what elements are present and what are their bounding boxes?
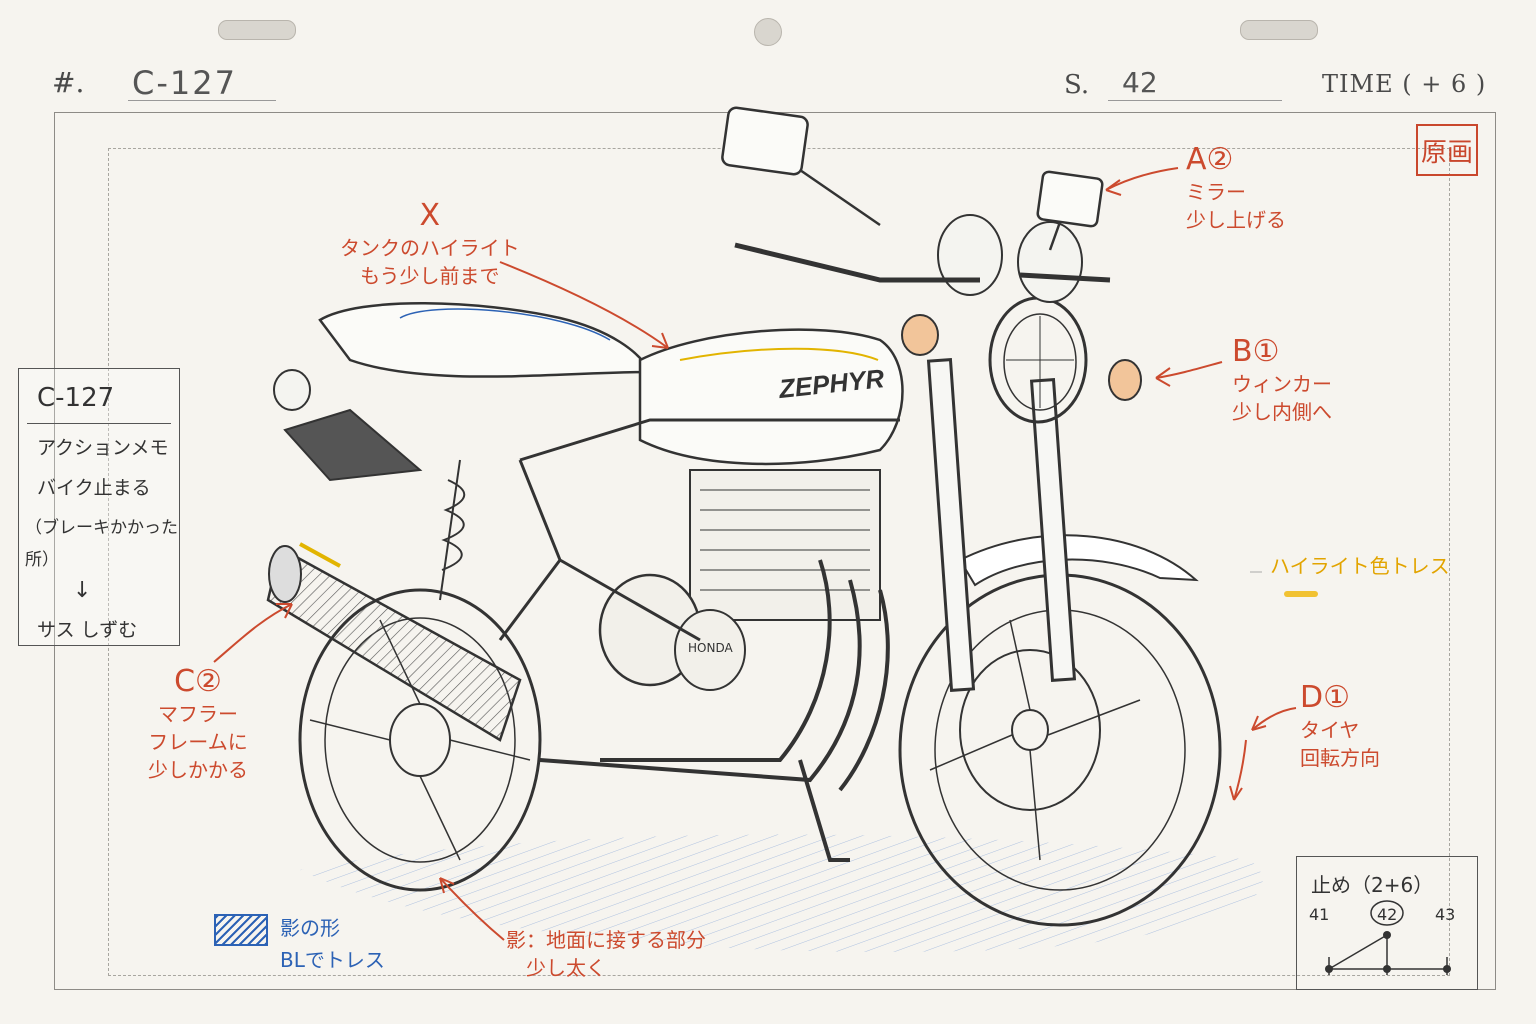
note-d-title: D① bbox=[1300, 680, 1350, 715]
peg-hole-left bbox=[218, 20, 296, 40]
timing-graph bbox=[1325, 900, 1451, 975]
note-b-title: B① bbox=[1232, 334, 1280, 369]
memo-divider bbox=[27, 423, 171, 424]
memo-line: サス しずむ bbox=[37, 619, 138, 641]
note-b-line: 少し内側へ bbox=[1232, 400, 1332, 424]
shadow-hatch-swatch bbox=[214, 914, 268, 946]
fuel-tank bbox=[638, 328, 904, 466]
muffler bbox=[266, 542, 522, 742]
timing-frame-label: 42 bbox=[1377, 905, 1398, 924]
note-x-line: タンクのハイライト bbox=[340, 236, 520, 260]
engine: HONDA bbox=[598, 469, 881, 691]
memo-line: アクションメモ bbox=[37, 437, 169, 459]
shadow-key-line: BLでトレス bbox=[280, 948, 385, 972]
note-shadow-line: 影：地面に接する部分 bbox=[506, 928, 706, 952]
gauges bbox=[937, 214, 1083, 303]
note-c-line: マフラー bbox=[158, 702, 238, 726]
note-a: A② ミラー 少し上げる bbox=[1186, 142, 1286, 234]
note-x-line: もう少し前まで bbox=[360, 264, 500, 288]
memo-title: C-127 bbox=[37, 383, 115, 413]
rear-fender bbox=[283, 408, 423, 482]
handlebar bbox=[734, 242, 1111, 283]
note-c-line: 少しかかる bbox=[148, 758, 248, 782]
note-c-line: フレームに bbox=[148, 730, 248, 754]
scene-number-underline bbox=[1108, 100, 1282, 101]
highlight-key-label: ハイライト色トレス bbox=[1270, 554, 1450, 578]
note-c-title: C② bbox=[174, 664, 222, 699]
shadow-key-line: 影の形 bbox=[280, 916, 340, 940]
front-fender bbox=[958, 534, 1199, 587]
turn-signals bbox=[273, 314, 1142, 411]
number-mark: #. bbox=[52, 66, 85, 99]
action-memo-box: C-127 アクションメモ バイク止まる （ブレーキかかった所） ↓ サス しず… bbox=[18, 368, 180, 646]
note-shadow-line: 少し太く bbox=[526, 956, 606, 980]
note-d: D① タイヤ 回転方向 bbox=[1300, 680, 1380, 772]
note-shadow: 影：地面に接する部分 少し太く bbox=[506, 926, 706, 982]
note-d-line: 回転方向 bbox=[1300, 746, 1380, 770]
note-x: X タンクのハイライト もう少し前まで bbox=[340, 198, 520, 290]
memo-arrow: ↓ bbox=[73, 578, 92, 603]
note-b: B① ウィンカー 少し内側へ bbox=[1232, 334, 1332, 426]
timing-hold-circle bbox=[1370, 900, 1404, 926]
mirrors bbox=[721, 106, 1104, 251]
note-a-line: ミラー bbox=[1186, 180, 1246, 204]
timing-frame-label: 41 bbox=[1309, 905, 1330, 924]
highlight-swatch bbox=[1284, 591, 1318, 597]
rear-shock bbox=[439, 459, 466, 601]
note-x-title: X bbox=[419, 198, 441, 233]
engine-logo: HONDA bbox=[688, 641, 733, 655]
ground-shadow bbox=[300, 834, 1263, 952]
annotation-arrows bbox=[213, 167, 1297, 941]
peg-hole-center bbox=[754, 18, 782, 46]
note-c: C② マフラー フレームに 少しかかる bbox=[148, 664, 248, 784]
seat bbox=[318, 302, 653, 378]
timing-title: 止め（2+6） bbox=[1311, 873, 1434, 897]
cut-number: C-127 bbox=[132, 64, 237, 102]
memo-line: バイク止まる bbox=[37, 477, 151, 499]
note-d-line: タイヤ bbox=[1300, 718, 1360, 742]
note-a-line: 少し上げる bbox=[1186, 208, 1286, 232]
peg-hole-right bbox=[1240, 20, 1318, 40]
genga-stamp: 原画 bbox=[1416, 124, 1478, 176]
cut-number-underline bbox=[128, 100, 276, 101]
note-b-line: ウィンカー bbox=[1232, 372, 1332, 396]
exhaust-pipes bbox=[539, 559, 890, 792]
scene-number: 42 bbox=[1122, 66, 1158, 99]
kickstand bbox=[798, 759, 850, 862]
timing-chart-box: 止め（2+6） 41 42 43 bbox=[1296, 856, 1478, 990]
memo-line: （ブレーキかかった所） bbox=[25, 518, 178, 570]
front-forks bbox=[926, 358, 1077, 692]
timing-frame-label: 43 bbox=[1435, 905, 1456, 924]
frame bbox=[498, 418, 900, 642]
scene-prefix: S. bbox=[1064, 70, 1090, 100]
shadow-key: 影の形 BLでトレス bbox=[280, 912, 385, 976]
time-field: TIME ( + 6 ) bbox=[1322, 70, 1487, 98]
note-a-title: A② bbox=[1186, 142, 1234, 177]
